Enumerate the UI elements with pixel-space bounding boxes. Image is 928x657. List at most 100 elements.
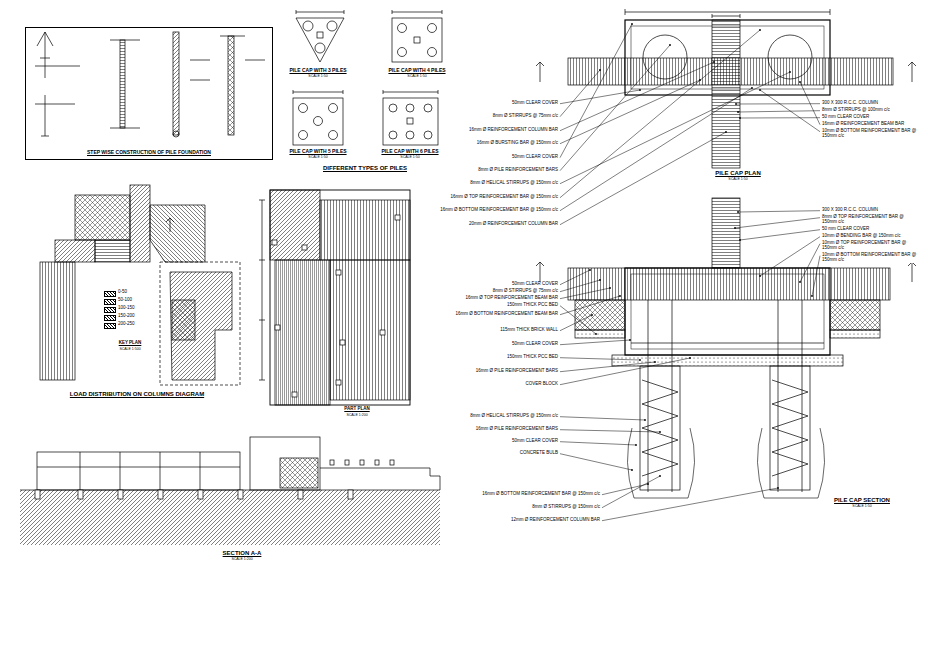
leader-line	[738, 111, 820, 112]
leader-dot	[799, 81, 801, 83]
leader-line	[560, 70, 600, 117]
leader-dot	[737, 111, 739, 113]
callout-text: 12mm Ø REINFORCEMENT COLUMN BAR	[511, 518, 600, 523]
leader-dot	[713, 61, 715, 63]
leader-dot	[595, 333, 597, 335]
callout-text: 8mm Ø STIRRUPS @ 100mm c/c	[822, 108, 890, 113]
drawing-title: PILE CAP WITH 4 PILES	[388, 68, 445, 74]
leader-dot	[739, 239, 741, 241]
legend-swatch	[104, 307, 116, 313]
drawing-title: PILE CAP WITH 3 PILES	[289, 68, 346, 74]
scale-note: SCALE 1:50	[407, 75, 426, 79]
leader-dot	[599, 279, 601, 281]
callout-text: 115mm THICK BRICK WALL	[500, 328, 558, 333]
leader-dot	[759, 29, 761, 31]
callout-text: 50mm CLEAR COVER	[512, 342, 558, 347]
leader-line	[560, 24, 632, 158]
leader-dot	[631, 469, 633, 471]
leader-dot	[725, 131, 727, 133]
leader-line	[560, 288, 610, 299]
leader-dot	[737, 211, 739, 213]
leader-dot	[629, 339, 631, 341]
scale-note: SCALE 1:50	[852, 505, 871, 509]
leader-dot	[659, 475, 661, 477]
scale-note: SCALE 1:50	[308, 75, 327, 79]
callout-text: 10mm Ø BOTTOM REINFORCEMENT BAR @ 150mm …	[822, 253, 917, 263]
drawing-title: DIFFERENT TYPES OF PILES	[323, 165, 407, 172]
leader-line	[560, 362, 655, 372]
leader-line	[560, 454, 632, 470]
leader-dot	[751, 87, 753, 89]
leader-line	[740, 230, 820, 240]
leader-dot	[591, 314, 593, 316]
callout-text: 16mm Ø BURSTING BAR @ 150mm c/c	[477, 141, 558, 146]
leader-dot	[759, 89, 761, 91]
legend-text: 150-200	[118, 314, 135, 319]
leader-dot	[811, 295, 813, 297]
drawing-title: PILE CAP WITH 5 PILES	[289, 149, 346, 155]
leader-line	[560, 306, 596, 334]
callout-text: 16mm Ø BOTTOM REINFORCEMENT BAR @ 150mm …	[440, 208, 558, 213]
leader-dot	[609, 287, 611, 289]
scale-note: SCALE 1:50	[728, 178, 747, 182]
leader-dot	[759, 275, 761, 277]
scale-note: SCALE 1:50	[308, 156, 327, 160]
leader-dot	[619, 295, 621, 297]
leader-line	[735, 218, 820, 228]
leader-dot	[647, 483, 649, 485]
leader-line	[560, 280, 600, 292]
drawing-title: LOAD DISTRIBUTION ON COLUMNS DIAGRAM	[70, 391, 204, 398]
callout-text: 150mm THICK PCC BED	[507, 355, 558, 360]
callout-text: 10mm Ø TOP REINFORCEMENT BAR @ 150mm c/c	[822, 241, 917, 251]
leader-line	[560, 340, 630, 345]
leader-line	[800, 82, 820, 125]
legend-swatch	[104, 323, 116, 329]
leader-dot	[654, 361, 656, 363]
frame-box: STEP WISE CONSTRUCTION OF PILE FOUNDATIO…	[25, 27, 273, 160]
drawing-title: PILE CAP PLAN	[715, 170, 761, 177]
callout-text: 300 X 300 R.C.C. COLUMN	[822, 208, 878, 213]
scale-note: SCALE 1:500	[119, 348, 140, 352]
leader-line	[560, 88, 752, 211]
legend-text: 50-100	[118, 298, 132, 303]
legend-swatch	[104, 299, 116, 305]
leader-dot	[635, 444, 637, 446]
callout-text: 50 mm CLEAR COVER	[822, 227, 869, 232]
callout-text: CONCRETE BULB	[520, 451, 558, 456]
callout-text: 16mm Ø REINFORCEMENT COLUMN BAR	[469, 128, 558, 133]
callout-text: 16mm Ø TOP REINFORCEMENT BAR @ 150mm c/c	[450, 195, 558, 200]
callout-text: COVER BLOCK	[525, 382, 558, 387]
drawing-title: KEY PLAN	[119, 341, 142, 346]
legend-swatch	[104, 315, 116, 321]
leader-line	[760, 237, 820, 276]
drawing-title: PILE CAP SECTION	[834, 497, 890, 504]
legend-text: 200-250	[118, 322, 135, 327]
leader-line	[560, 442, 636, 445]
leader-line	[736, 103, 820, 104]
leader-line	[560, 90, 640, 104]
leader-dot	[799, 281, 801, 283]
scale-note: SCALE 1:200	[231, 558, 252, 562]
leader-dot	[631, 23, 633, 25]
callout-text: 16mm Ø REINFORCEMENT BEAM BAR	[822, 122, 904, 127]
drawing-title: PILE CAP WITH 6 PILES	[381, 149, 438, 155]
callout-text: 16mm Ø BOTTOM REINFORCEMENT BEAM BAR	[455, 312, 558, 317]
leader-line	[560, 417, 645, 420]
legend-text: 0-50	[118, 290, 127, 295]
leader-line	[560, 430, 660, 432]
drawing-title: PART PLAN	[344, 407, 369, 412]
callout-text: 10mm Ø BENDING BAR @ 150mm c/c	[822, 234, 901, 239]
leader-line	[800, 244, 820, 282]
leader-line	[740, 117, 820, 118]
callout-text: 8mm Ø STIRRUPS @ 150mm c/c	[532, 505, 600, 510]
leader-dot	[669, 44, 671, 46]
leader-line	[560, 358, 690, 385]
leader-dot	[735, 103, 737, 105]
callout-text: 8mm Ø STIRRUPS @ 75mm c/c	[493, 289, 558, 294]
leader-dot	[789, 71, 791, 73]
callout-text: 16mm Ø TOP REINFORCEMENT BEAM BAR	[466, 296, 558, 301]
leader-line	[560, 315, 592, 331]
drawing-title: SECTION A-A	[223, 550, 262, 557]
